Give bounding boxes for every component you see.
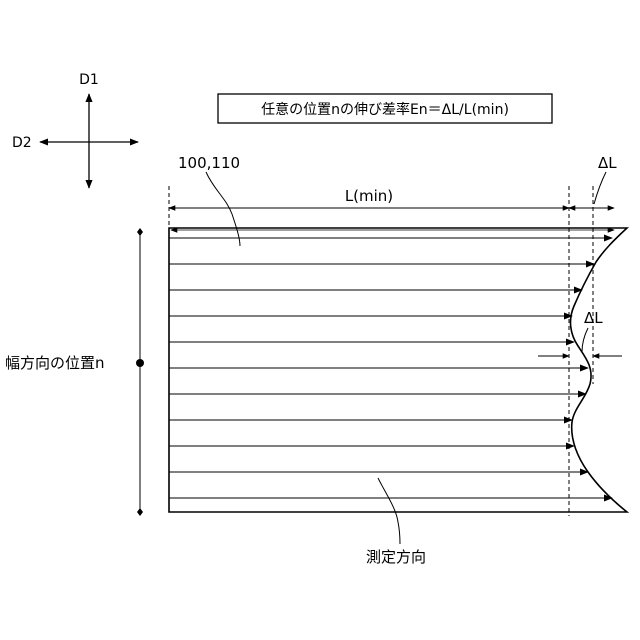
formula-text: 任意の位置nの伸び差率En＝ΔL/L(min) <box>261 101 509 118</box>
measurement-direction-label: 測定方向 <box>366 548 426 566</box>
formula-box: 任意の位置nの伸び差率En＝ΔL/L(min) <box>218 94 552 123</box>
d2-label: D2 <box>12 135 32 151</box>
delta-l-mid-label: ΔL <box>584 309 603 327</box>
l-min-label: L(min) <box>345 187 393 205</box>
reference-leader-line <box>206 172 240 246</box>
width-axis-bottom-diamond <box>137 508 143 516</box>
measurement-direction-leader <box>378 478 400 544</box>
width-position-label: 幅方向の位置n <box>5 354 105 372</box>
direction-compass: D1 D2 <box>12 72 138 188</box>
d1-label: D1 <box>79 72 99 88</box>
delta-l-top-label: ΔL <box>598 154 617 172</box>
reference-numerals-label: 100,110 <box>178 154 240 172</box>
sheet-outline <box>169 228 627 512</box>
delta-l-top-leader <box>594 172 606 204</box>
position-n-marker <box>136 359 144 367</box>
delta-l-mid-leader <box>582 328 588 352</box>
measurement-lines <box>169 238 612 498</box>
width-axis-top-diamond <box>137 228 143 236</box>
